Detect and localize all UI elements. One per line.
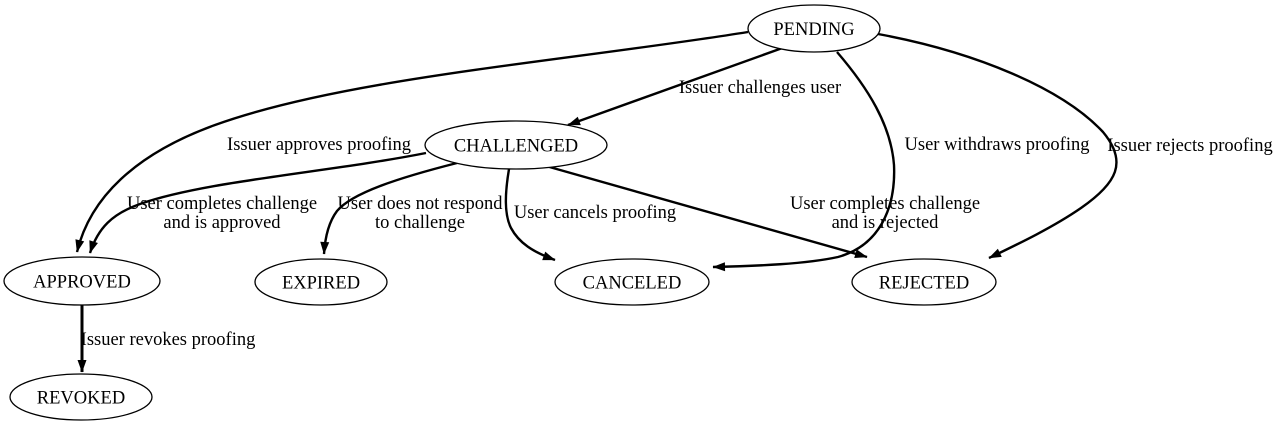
revoked-ellipse	[9, 373, 153, 421]
edge-pending-to-rejected	[877, 32, 1118, 260]
nodes: PENDING CHALLENGED APPROVED EXPIRED CANC…	[3, 4, 997, 421]
expired-ellipse	[254, 258, 388, 306]
approved-ellipse	[3, 256, 161, 306]
edge-label-user-does-not-respond-line2: to challenge	[375, 213, 465, 233]
edge-challenged-to-rejected	[545, 164, 868, 259]
revoked-label: REVOKED	[37, 389, 125, 409]
edge-label-user-completes-challenge-rejected-line2: and is rejected	[832, 213, 940, 233]
edge-label-user-withdraws-proofing: User withdraws proofing	[905, 135, 1090, 155]
edge-challenged-to-approved	[88, 151, 427, 254]
state-node-expired: EXPIRED	[254, 258, 388, 306]
edge-label-user-cancels-proofing: User cancels proofing	[514, 203, 676, 223]
edge-label-issuer-challenges-user: Issuer challenges user	[679, 78, 841, 98]
edge-pending-to-challenged	[567, 44, 789, 127]
edge-label-issuer-approves-proofing: Issuer approves proofing	[227, 135, 411, 155]
edge-label-user-completes-challenge-approved-line2: and is approved	[163, 213, 281, 233]
pending-label: PENDING	[773, 20, 854, 40]
edge-label-user-completes-challenge-rejected-line1: User completes challenge	[790, 194, 980, 214]
edge-label-issuer-rejects-proofing: Issuer rejects proofing	[1107, 136, 1272, 156]
state-node-pending: PENDING	[747, 4, 881, 53]
edge-pending-to-approved	[75, 30, 749, 253]
state-node-challenged: CHALLENGED	[424, 120, 608, 170]
edge-label-user-completes-challenge-approved-line1: User completes challenge	[127, 194, 317, 214]
edge-pending-to-canceled	[712, 51, 896, 272]
challenged-label: CHALLENGED	[454, 137, 578, 157]
edge-label-issuer-revokes-proofing: Issuer revokes proofing	[81, 330, 256, 350]
pending-ellipse	[747, 4, 881, 53]
expired-label: EXPIRED	[282, 274, 360, 294]
edge-label-user-does-not-respond-line1: User does not respond	[338, 194, 504, 214]
rejected-ellipse	[851, 258, 997, 306]
edge-labels: Issuer challenges user Issuer approves p…	[81, 78, 1273, 350]
edges	[75, 30, 1118, 373]
canceled-ellipse	[554, 258, 710, 306]
canceled-label: CANCELED	[583, 274, 682, 294]
edge-challenged-to-expired	[320, 161, 458, 255]
state-node-approved: APPROVED	[3, 256, 161, 306]
rejected-label: REJECTED	[879, 274, 969, 294]
state-node-canceled: CANCELED	[554, 258, 710, 306]
challenged-ellipse	[424, 120, 608, 170]
approved-label: APPROVED	[33, 273, 131, 293]
edge-challenged-to-canceled	[504, 168, 556, 262]
state-node-revoked: REVOKED	[9, 373, 153, 421]
state-node-rejected: REJECTED	[851, 258, 997, 306]
